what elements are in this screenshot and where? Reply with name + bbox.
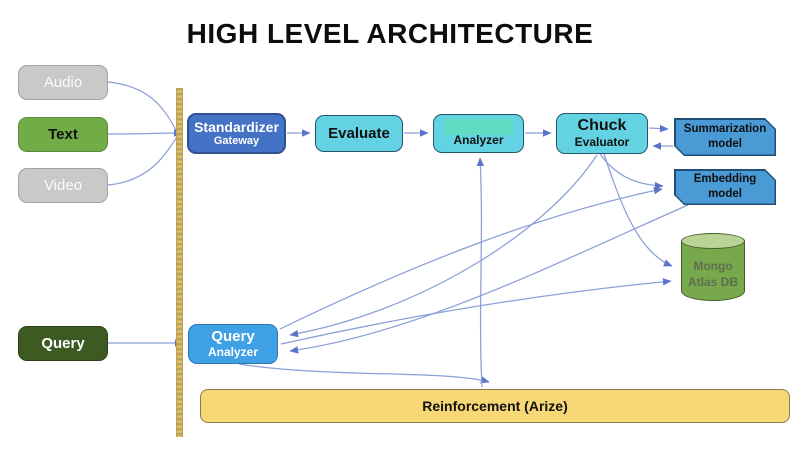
node-video: Video — [18, 168, 108, 203]
embedding-label-line2: model — [708, 188, 742, 200]
query-analyzer-label: Query — [211, 328, 255, 346]
edge-query_analyzer-to-reinforcement — [238, 363, 490, 384]
page-title: HIGH LEVEL ARCHITECTURE — [186, 18, 594, 49]
edge-query_analyzer-to-mongo — [280, 278, 672, 345]
edge-query_analyzer-to-embedding — [279, 186, 663, 330]
query-analyzer-sublabel: Analyzer — [207, 344, 259, 359]
edge-audio-to-standardizer — [107, 81, 177, 131]
analyzer-label: Analyzer — [453, 133, 504, 148]
mongo-label-line1: Mongo — [693, 258, 733, 273]
node-text: Text — [18, 117, 108, 152]
embedding-label-line1: Embedding — [693, 173, 757, 186]
node-video-label: Video — [43, 176, 83, 194]
node-query-analyzer: Query Analyzer — [188, 324, 278, 364]
node-evaluate: Evaluate — [315, 115, 403, 152]
barrier-divider — [176, 88, 183, 437]
node-query: Query — [18, 326, 108, 361]
mongo-label-line2: Atlas DB — [687, 274, 738, 289]
cylinder-top — [681, 233, 745, 249]
node-text-label: Text — [48, 125, 78, 143]
node-reinforcement-arize: Reinforcement (Arize) — [200, 389, 790, 423]
node-audio: Audio — [18, 65, 108, 100]
edge-chuck-to-mongo — [603, 153, 673, 267]
query-label: Query — [41, 334, 85, 352]
edge-chuck-to-query_analyzer — [289, 154, 598, 338]
reinforcement-label: Reinforcement (Arize) — [422, 397, 568, 414]
node-audio-label: Audio — [43, 73, 83, 91]
chuck-sublabel: Evaluator — [574, 134, 630, 149]
edge-chuck-to-embedding — [599, 153, 664, 190]
edge-reinforcement-to-analyzer — [476, 157, 485, 388]
edge-video-to-standardizer — [107, 136, 178, 186]
node-chuck-evaluator: Chuck Evaluator — [556, 113, 648, 154]
analyzer-highlight — [444, 119, 513, 135]
node-summarization-model: Summarization model — [674, 118, 776, 156]
node-mongo-atlas-db: Mongo Atlas DB — [681, 233, 745, 301]
standardizer-label: Standardizer — [194, 119, 279, 136]
node-standardizer-gateway: Standardizer Gateway — [187, 113, 286, 154]
summarization-label-line2: model — [708, 138, 742, 150]
chuck-label: Chuck — [577, 117, 627, 135]
cylinder-body: Mongo Atlas DB — [681, 241, 745, 301]
edge-chuck-to-summarization — [648, 124, 669, 133]
node-analyzer: Analyzer — [433, 114, 524, 153]
node-embedding-model: Embedding model — [674, 169, 776, 205]
edge-embedding-to-query_analyzer — [289, 204, 689, 354]
edge-text-to-standardizer — [107, 129, 183, 137]
summarization-label-line1: Summarization — [683, 123, 767, 136]
evaluate-label: Evaluate — [328, 124, 390, 142]
standardizer-sublabel: Gateway — [213, 135, 260, 148]
